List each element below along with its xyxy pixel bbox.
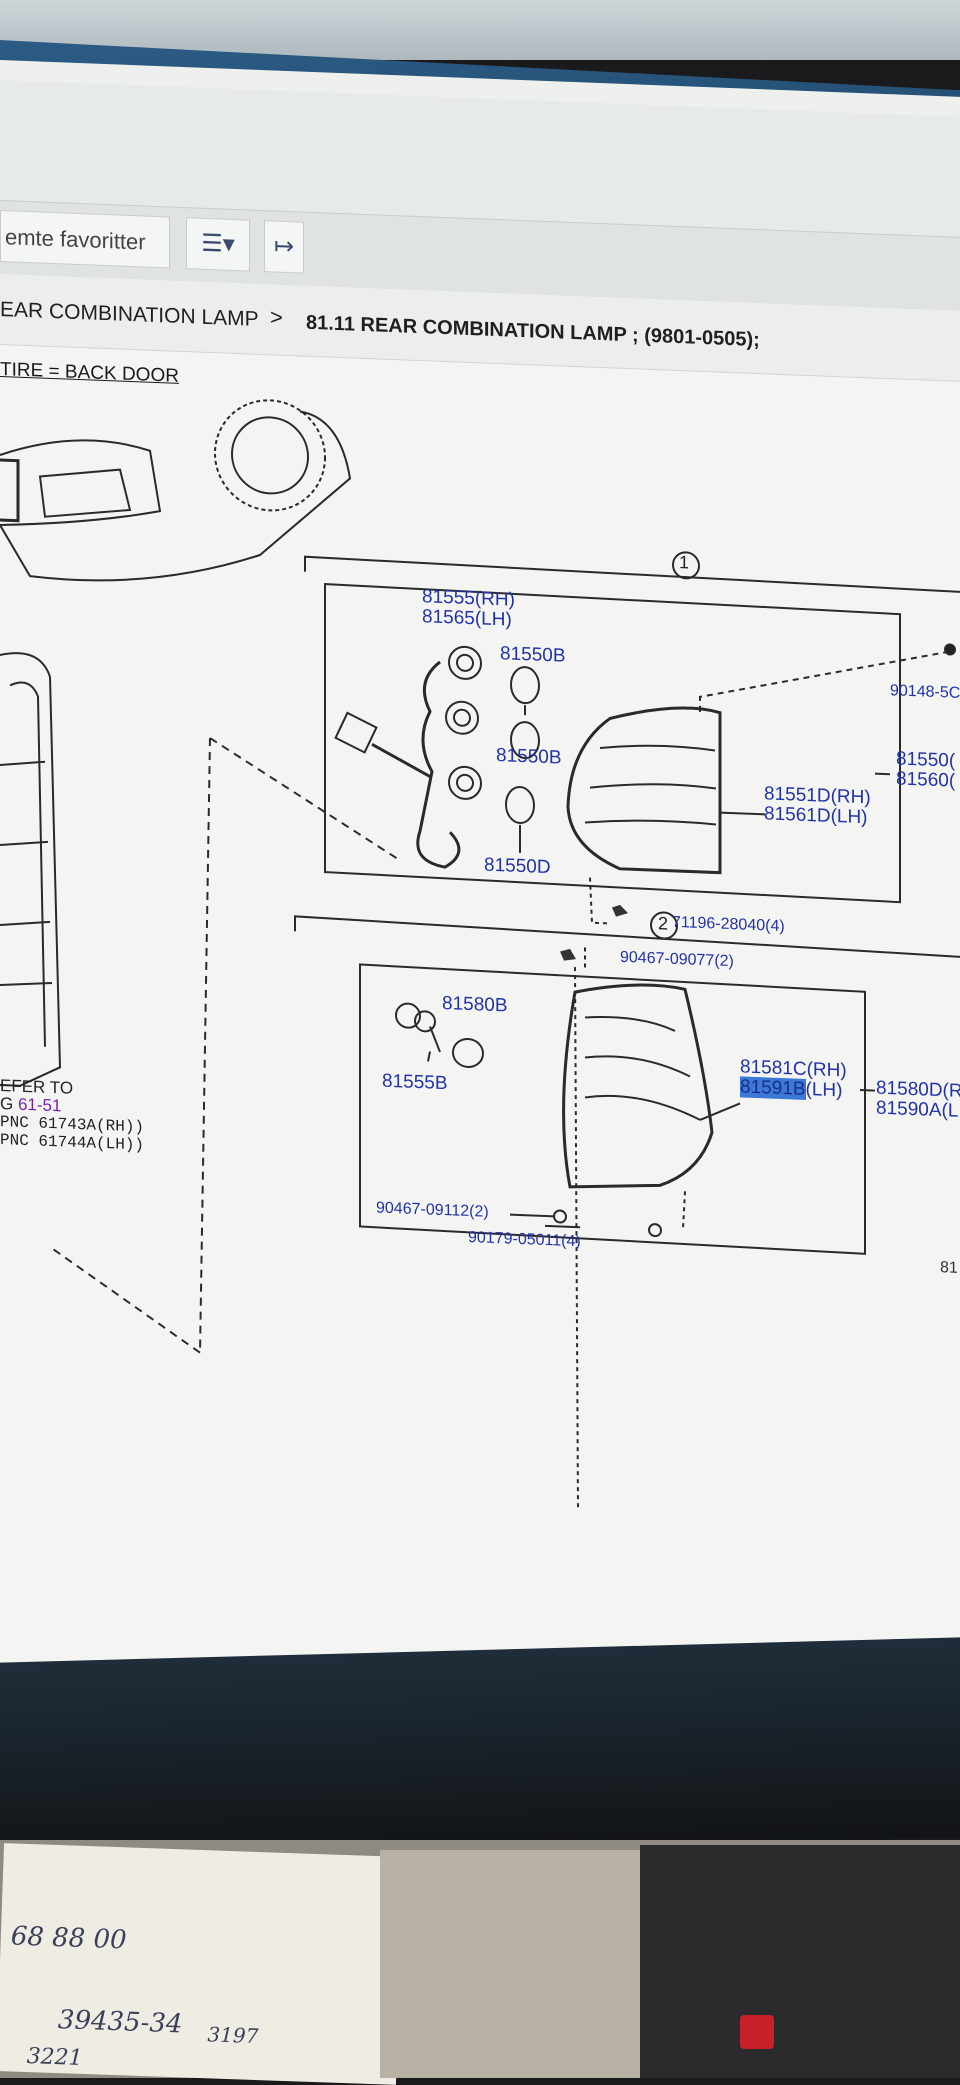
part-90179[interactable]: 90179-05011 (468, 1228, 562, 1250)
part-81555b[interactable]: 81555B (382, 1070, 448, 1095)
monitor-screen: emte favoritter ☰▾ ↦ EAR COMBINATION LAM… (0, 60, 960, 1737)
part-81-edge: 81 (940, 1259, 958, 1277)
part-71196[interactable]: 71196-28040 (672, 913, 766, 935)
part-90467-09077-qty: (2) (714, 952, 734, 971)
part-81561d[interactable]: 81561D (764, 803, 831, 827)
note-2: 39435-34 (57, 2005, 183, 2040)
part-81561d-side: (LH) (830, 805, 868, 829)
chevron-right-icon: > (270, 304, 283, 330)
note-4: 3221 (26, 2044, 84, 2071)
note-3: 3197 (207, 2022, 259, 2049)
part-81550d[interactable]: 81550D (484, 854, 551, 879)
part-81550b-2[interactable]: 81550B (496, 745, 562, 769)
text-direction-button[interactable]: ↦ (264, 220, 304, 274)
diagram-linework (0, 399, 960, 1508)
part-90467-09112[interactable]: 90467-09112 (376, 1199, 470, 1221)
part-90467-09112-qty: (2) (469, 1203, 489, 1221)
part-81581c-side: (RH) (806, 1058, 847, 1082)
refer-link[interactable]: 61-51 (17, 1094, 62, 1116)
part-81565-side: (LH) (474, 608, 512, 631)
list-icon: ☰▾ (201, 229, 235, 259)
group-marker-1: 1 (679, 552, 690, 573)
part-81590a[interactable]: 81590A(L (876, 1097, 959, 1122)
part-90179-qty: (4) (561, 1232, 581, 1251)
monitor-bezel-bottom (0, 1637, 960, 1863)
part-81550b-1[interactable]: 81550B (500, 643, 566, 667)
part-81560-side[interactable]: 81560( (896, 768, 956, 792)
parts-diagram: TIRE = BACK DOOR (0, 345, 960, 1702)
text-direction-icon: ↦ (273, 232, 295, 261)
favorites-button[interactable]: emte favoritter (0, 210, 170, 269)
part-90467-09077[interactable]: 90467-09077 (620, 948, 715, 970)
part-81591b-side: (LH) (805, 1078, 843, 1102)
part-90148[interactable]: 90148-5C (890, 682, 960, 702)
part-81580b[interactable]: 81580B (442, 992, 508, 1017)
part-81555-side: (RH) (474, 588, 515, 611)
list-view-button[interactable]: ☰▾ (186, 217, 250, 272)
part-81565[interactable]: 81565 (422, 606, 475, 630)
part-71196-qty: (4) (765, 917, 785, 936)
red-indicator-icon (740, 2015, 774, 2049)
desk-surface-light (380, 1850, 640, 2078)
part-81591b[interactable]: 81591B (740, 1076, 806, 1100)
part-81551d-side: (RH) (830, 785, 871, 809)
note-1: 68 88 00 (10, 1921, 128, 1956)
desk-device (640, 1845, 960, 2078)
paper-note: 68 88 00 39435-34 3197 3221 (0, 1843, 404, 2085)
refer-prefix: G (0, 1094, 14, 1114)
group-marker-2: 2 (658, 913, 669, 934)
